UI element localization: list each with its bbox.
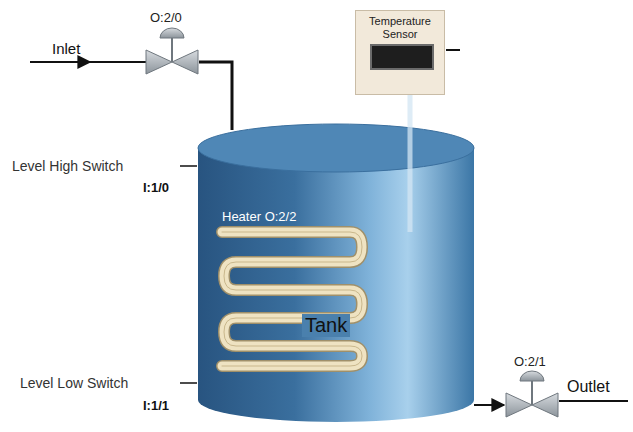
sensor-box: Temperature Sensor — [355, 10, 445, 95]
label-anchor: Inlet — [52, 40, 80, 58]
input-address: I:1/1 — [143, 399, 169, 414]
input-address: I:1/0 — [143, 181, 169, 196]
switch-label: Level High Switch — [12, 158, 123, 174]
switch-label: Level Low Switch — [20, 375, 128, 391]
label-anchor: I:1/0 — [143, 178, 169, 196]
label-anchor: Level High Switch — [12, 157, 123, 175]
display-screen — [370, 44, 434, 70]
node-text: Temperature Sensor — [356, 15, 444, 40]
node-text: Tank — [302, 314, 350, 337]
heater-label: Heater O:2/2 — [222, 210, 296, 225]
outlet-pipe — [474, 404, 504, 406]
inlet-pipe — [199, 62, 232, 130]
output-address: O:2/1 — [514, 355, 546, 370]
inlet-valve — [146, 28, 198, 74]
level-low-switch — [180, 382, 197, 384]
tank-region: Tank — [198, 124, 475, 424]
output-address: O:2/0 — [150, 11, 182, 26]
level-high-switch — [180, 165, 197, 167]
temperature-probe — [408, 95, 413, 232]
label-anchor: O:2/0 — [150, 8, 182, 26]
label-anchor: O:2/1 — [514, 352, 546, 370]
heater-coil — [222, 232, 362, 366]
inlet-pipe — [88, 61, 146, 63]
label-anchor: I:1/1 — [143, 396, 169, 414]
label-anchor: Heater O:2/2 — [222, 207, 296, 225]
inlet-pipe — [30, 61, 90, 63]
tank-body — [198, 124, 474, 422]
inlet-label: Inlet — [52, 40, 80, 57]
label-anchor: Outlet — [567, 378, 610, 396]
outlet-pipe — [559, 400, 628, 402]
label-anchor: Level Low Switch — [20, 374, 128, 392]
outlet-label: Outlet — [567, 378, 610, 396]
sensor-cable — [446, 49, 460, 51]
outlet-valve — [506, 371, 558, 417]
